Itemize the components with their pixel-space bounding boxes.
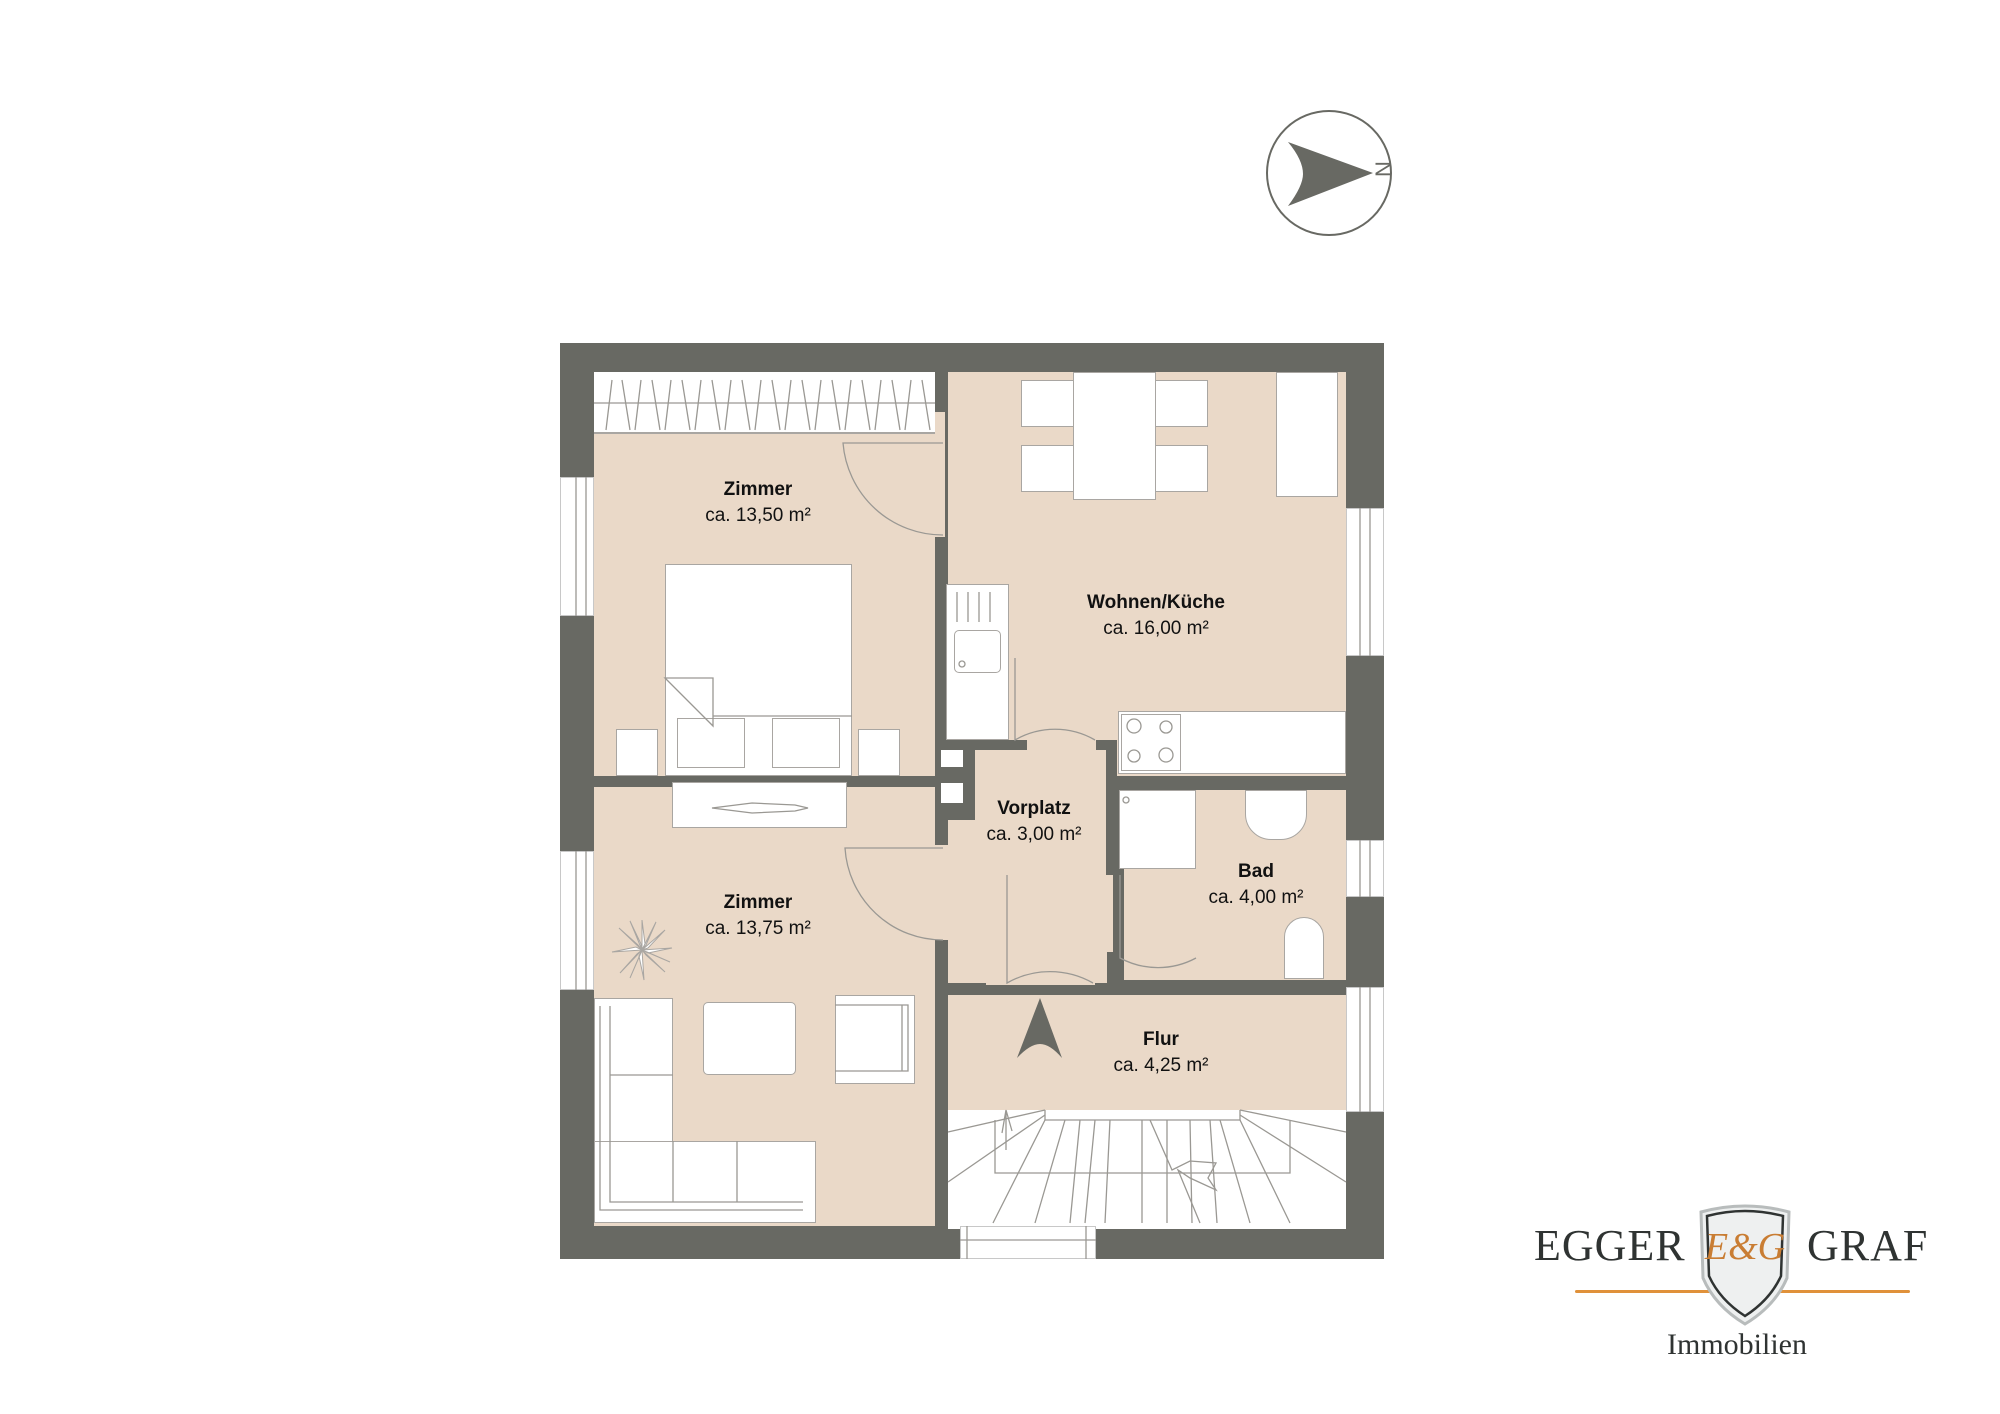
floor-vorplatz [948, 745, 1113, 985]
entry-arrow-icon [1017, 998, 1062, 1058]
room-name: Zimmer [723, 892, 793, 913]
pillow-left [677, 718, 745, 768]
wall-z2-flur [935, 995, 948, 1226]
wall-vorplatz-left [935, 940, 946, 1000]
sideboard [672, 782, 847, 828]
room-area: ca. 16,00 m² [1103, 618, 1209, 639]
window-right-3 [1346, 987, 1384, 1112]
floor-flur [948, 995, 1346, 1110]
room-label-zimmer-2: Zimmer ca. 13,75 m² [705, 890, 811, 942]
wall-vorplatz-flur-left [946, 983, 986, 995]
window-left-1 [560, 477, 594, 616]
nightstand-left [616, 729, 658, 776]
wall-z1-z2 [594, 776, 948, 787]
chair-4 [1155, 445, 1208, 492]
logo-left-word: EGGER [1534, 1221, 1686, 1270]
room-area: ca. 13,75 m² [705, 918, 811, 939]
window-left-2 [560, 851, 594, 990]
wall-vorplatz-bad [1106, 740, 1117, 875]
wall-bad-flur [1095, 983, 1346, 995]
logo-subtitle: Immobilien [1667, 1328, 1807, 1361]
pillow-right [772, 718, 840, 768]
chair-3 [1155, 380, 1208, 427]
compass: N [1255, 100, 1405, 250]
north-arrow-icon [1266, 110, 1392, 236]
room-name: Vorplatz [997, 798, 1071, 819]
wall-z1-wohnen-top [935, 372, 948, 412]
staircase [948, 1110, 1346, 1229]
window-right-2 [1346, 840, 1384, 897]
room-name: Zimmer [723, 479, 793, 500]
room-label-flur: Flur ca. 4,25 m² [1113, 1027, 1208, 1079]
chair-1 [1021, 380, 1074, 427]
toilet [1284, 917, 1324, 979]
dining-table [1073, 372, 1156, 500]
wall-bad-door-post [1107, 952, 1118, 983]
coffee-table [703, 1002, 796, 1075]
logo-shield-icon [1699, 1204, 1791, 1326]
entry-door [960, 1226, 1096, 1259]
shaft-1 [941, 747, 963, 767]
room-area: ca. 4,00 m² [1208, 887, 1304, 908]
chair-2 [1021, 445, 1074, 492]
room-area: ca. 4,25 m² [1113, 1055, 1209, 1076]
room-name: Bad [1238, 861, 1274, 882]
room-label-bad: Bad ca. 4,00 m² [1208, 859, 1303, 911]
room-label-wohnen-kueche: Wohnen/Küche ca. 16,00 m² [1087, 590, 1225, 642]
room-name: Wohnen/Küche [1087, 592, 1225, 613]
plant-icon [610, 918, 674, 982]
room-area: ca. 3,00 m² [986, 824, 1082, 845]
shaft-2 [941, 783, 963, 803]
shower [1119, 790, 1196, 869]
room-name: Flur [1143, 1029, 1179, 1050]
logo-monogram: E&G [1704, 1226, 1786, 1268]
wall-z1-wohnen [935, 537, 948, 787]
kitchen-cabinet [1276, 372, 1338, 497]
nightstand-right [858, 729, 900, 776]
room-label-vorplatz: Vorplatz ca. 3,00 m² [986, 796, 1081, 848]
floor-vorplatz-ext [935, 845, 955, 940]
logo-right-word: GRAF [1807, 1221, 1929, 1270]
window-right-1 [1346, 508, 1384, 656]
wall-kitchen-bad [1106, 776, 1346, 790]
sink-basin [954, 630, 1001, 673]
company-logo: EGGER GRAF E&G Immobilien [1530, 1190, 1980, 1380]
room-label-zimmer-1: Zimmer ca. 13,50 m² [705, 477, 811, 529]
bathroom-sink [1245, 790, 1307, 840]
wall-kitchen-vorplatz-left [935, 740, 1027, 750]
corner-sofa-base [594, 1141, 816, 1223]
room-area: ca. 13,50 m² [705, 505, 811, 526]
